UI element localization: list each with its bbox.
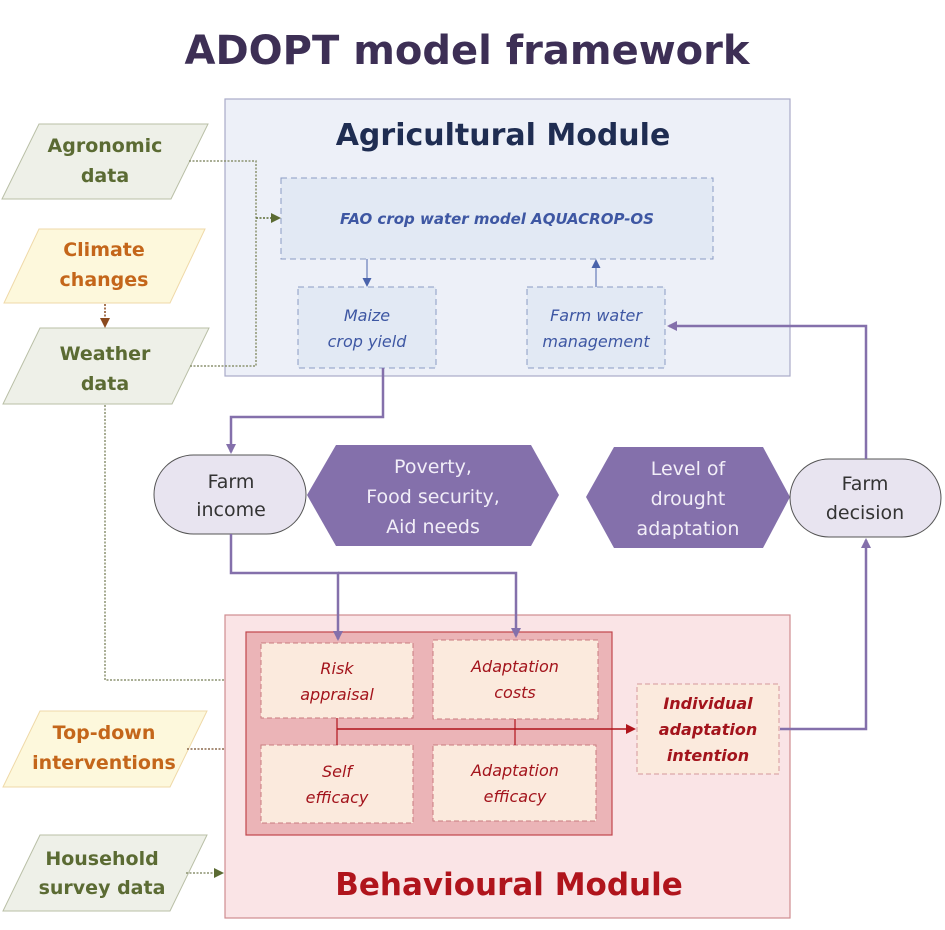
agricultural-module: Agricultural Module FAO crop water model… — [224, 98, 791, 377]
intention-box — [636, 683, 780, 775]
connector-agronomic — [189, 160, 257, 367]
water-management-box — [526, 286, 666, 369]
drought-adaptation-hexagon: Level of drought adaptation — [586, 447, 790, 548]
input-agronomic-data: Agronomic data — [1, 123, 209, 200]
poverty-label-2: Food security, — [366, 486, 500, 508]
water-management-label-1: Farm water — [550, 306, 643, 325]
arrow-decision-to-water — [667, 321, 868, 459]
farm-income-label-2: income — [196, 499, 266, 521]
risk-label-2: appraisal — [300, 685, 374, 704]
input-top-down-interventions: Top-down interventions — [2, 710, 208, 788]
crop-model-label: FAO crop water model AQUACROP-OS — [340, 210, 654, 228]
arrow-maize-to-income — [226, 368, 385, 454]
poverty-food-security-hexagon: Poverty, Food security, Aid needs — [307, 445, 559, 546]
household-label-2: survey data — [39, 877, 166, 899]
behavioural-module: Risk appraisal Adaptation costs Self eff… — [224, 614, 791, 919]
risk-label-1: Risk — [320, 659, 354, 678]
crop-model-box — [280, 177, 714, 260]
drought-label-1: Level of — [651, 458, 727, 480]
maize-yield-label-1: Maize — [344, 306, 390, 325]
farm-decision-label-2: decision — [826, 502, 904, 524]
intention-label-2: adaptation — [659, 720, 757, 739]
agronomic-label-2: data — [81, 165, 129, 187]
self-label-1: Self — [322, 762, 354, 781]
input-household-survey-data: Household survey data — [2, 834, 208, 912]
maize-yield-label-2: crop yield — [328, 332, 408, 351]
costs-label-1: Adaptation — [470, 657, 559, 676]
adaptation-efficacy-box — [432, 744, 597, 822]
drought-label-3: adaptation — [637, 518, 740, 540]
agricultural-module-title: Agricultural Module — [336, 118, 671, 153]
climate-label-1: Climate — [63, 239, 145, 261]
efficacy-label-2: efficacy — [484, 787, 547, 806]
maize-yield-box — [297, 286, 437, 369]
connector-weather-to-risk — [104, 405, 261, 685]
intention-label-3: intention — [667, 746, 749, 765]
behavioural-module-title: Behavioural Module — [335, 867, 683, 903]
climate-label-2: changes — [60, 269, 149, 291]
agronomic-label-1: Agronomic — [48, 135, 163, 157]
adaptation-costs-box — [432, 639, 599, 720]
costs-label-2: costs — [494, 683, 536, 702]
poverty-label-1: Poverty, — [394, 456, 472, 478]
household-label-1: Household — [45, 848, 158, 870]
self-efficacy-box — [260, 744, 414, 824]
arrow-income-to-costs — [338, 571, 521, 638]
risk-appraisal-box — [260, 642, 414, 719]
efficacy-label-1: Adaptation — [470, 761, 559, 780]
arrow-intention-to-decision — [780, 538, 871, 731]
farm-decision-label-1: Farm — [842, 473, 889, 495]
topdown-label-1: Top-down — [53, 722, 156, 744]
farm-decision-node: Farm decision — [789, 458, 942, 538]
water-management-label-2: management — [542, 332, 650, 351]
poverty-label-3: Aid needs — [386, 516, 480, 538]
self-label-2: efficacy — [306, 788, 369, 807]
farm-income-label-1: Farm — [208, 471, 255, 493]
weather-label-2: data — [81, 373, 129, 395]
drought-label-2: drought — [651, 488, 726, 510]
weather-label-1: Weather — [60, 343, 151, 365]
input-weather-data: Weather data — [2, 327, 210, 405]
page-title: ADOPT model framework — [185, 28, 751, 74]
topdown-label-2: interventions — [32, 752, 176, 774]
intention-label-1: Individual — [663, 694, 753, 713]
farm-income-node: Farm income — [153, 454, 307, 535]
input-climate-changes: Climate changes — [3, 228, 206, 304]
arrow-income-to-risk — [229, 534, 343, 641]
